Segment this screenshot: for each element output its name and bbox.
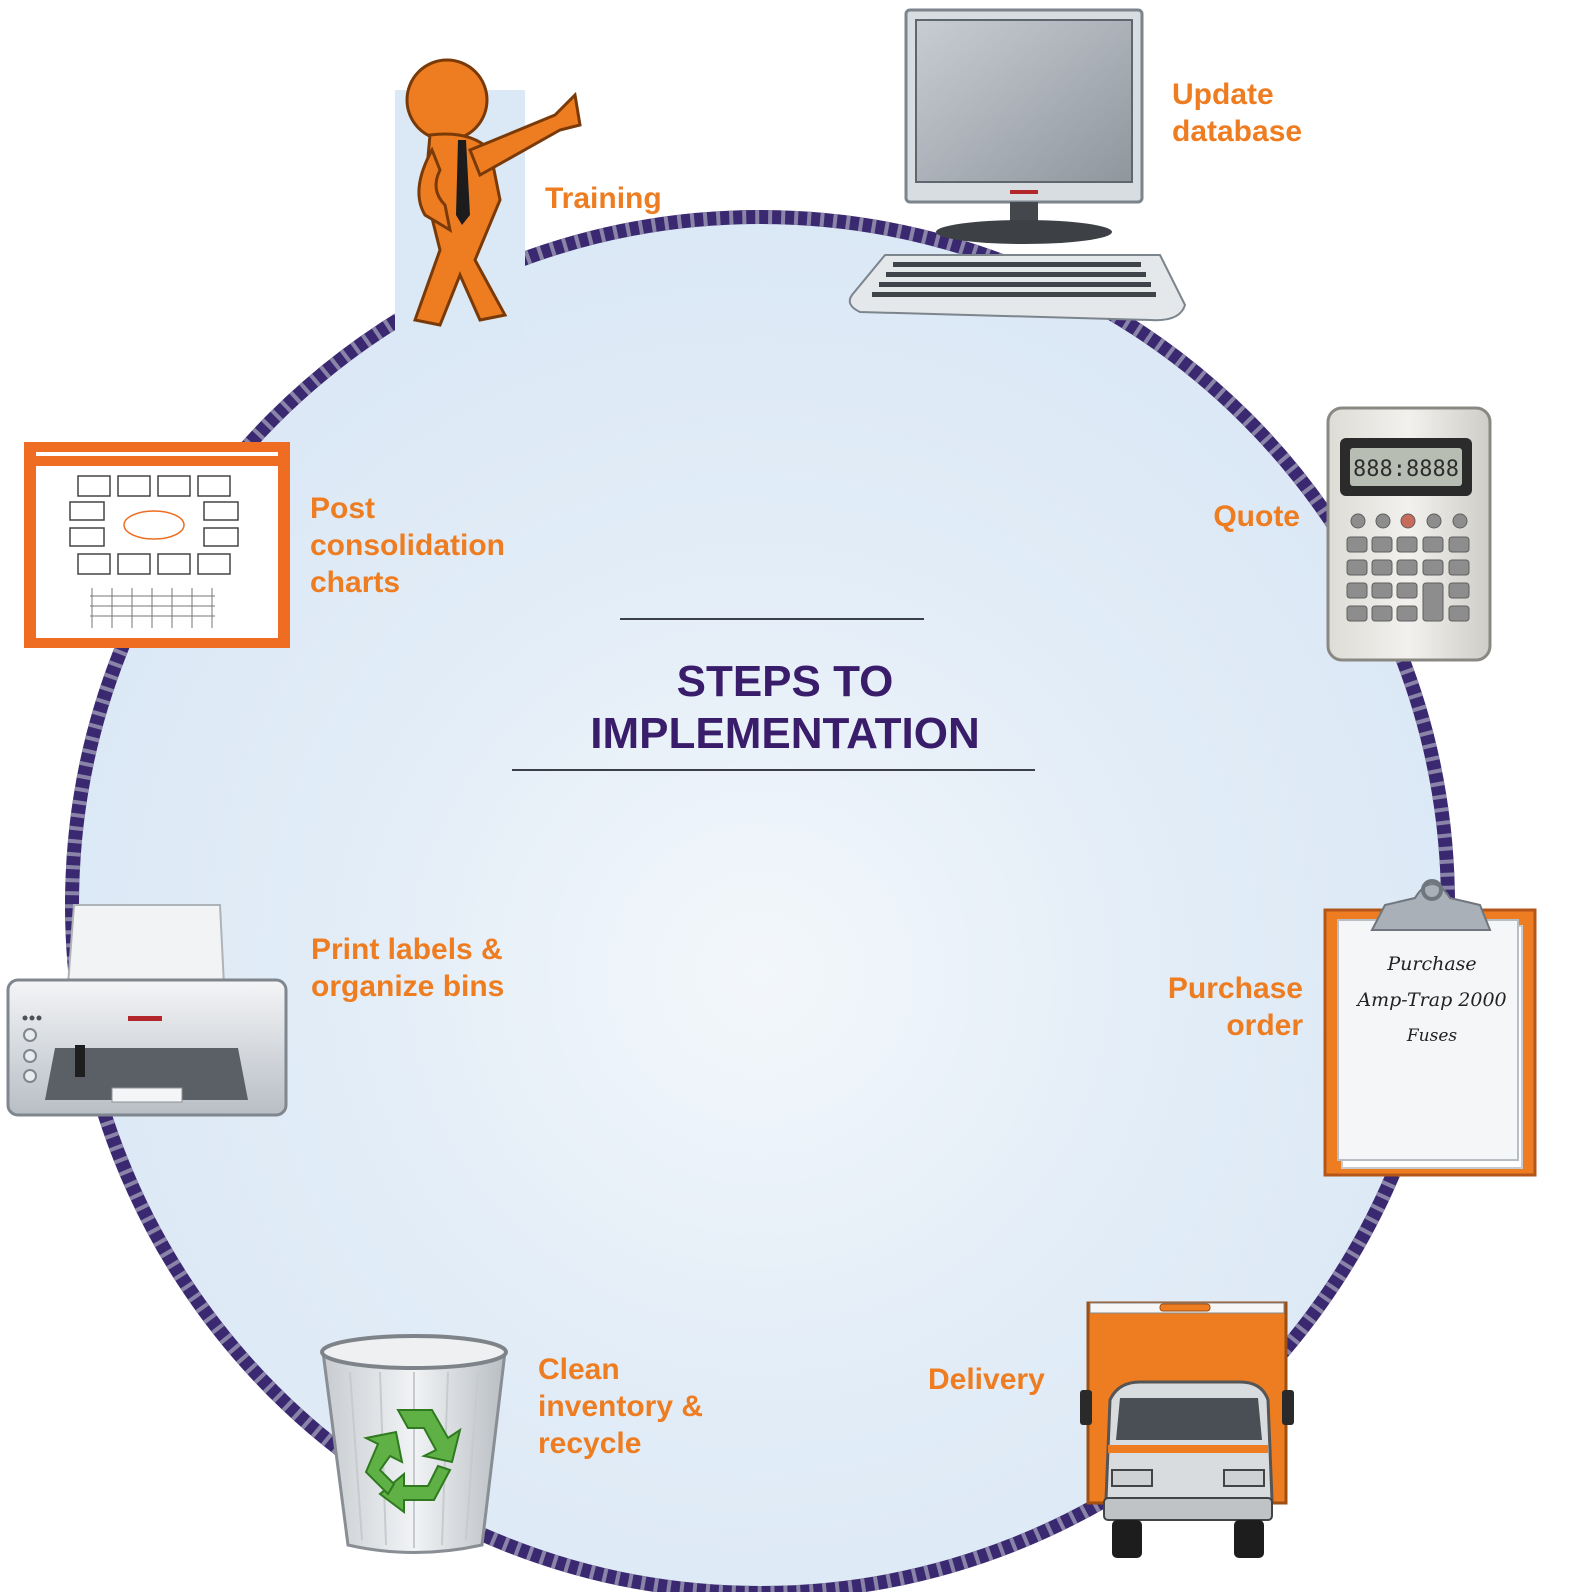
step-label-quote: Quote bbox=[1150, 498, 1300, 535]
consolidation-chart-icon bbox=[24, 442, 290, 648]
step-label-update-database: Update database bbox=[1172, 76, 1302, 150]
step-label-line: order bbox=[1226, 1009, 1303, 1042]
step-label-line: Update bbox=[1172, 78, 1274, 111]
background-circle bbox=[72, 217, 1448, 1592]
step-label-line: Post bbox=[310, 492, 376, 525]
computer-icon bbox=[848, 8, 1187, 322]
recycle-bin-icon bbox=[320, 1334, 508, 1554]
clipboard-line-2: Amp-Trap 2000 bbox=[1355, 989, 1506, 1011]
clipboard-line-1: Purchase bbox=[1386, 953, 1476, 975]
step-label-purchase-order: Purchase order bbox=[1110, 970, 1303, 1044]
step-label-line: database bbox=[1172, 115, 1303, 148]
calculator-icon: 888:8888 bbox=[1326, 406, 1492, 662]
step-label-clean-inventory: Clean inventory & recycle bbox=[538, 1351, 703, 1462]
title-rule-bottom bbox=[512, 769, 1035, 771]
step-label-line: Training bbox=[545, 182, 662, 215]
title-line-2: IMPLEMENTATION bbox=[590, 709, 980, 758]
step-label-line: inventory & bbox=[538, 1390, 704, 1423]
step-label-training: Training bbox=[545, 180, 662, 217]
step-label-print-labels: Print labels & organize bins bbox=[311, 931, 504, 1005]
step-label-post-charts: Post consolidation charts bbox=[310, 490, 505, 601]
step-label-line: Clean bbox=[538, 1353, 620, 1386]
step-label-line: Purchase bbox=[1167, 972, 1303, 1005]
title-rule-top bbox=[620, 618, 924, 620]
step-label-line: organize bins bbox=[311, 970, 505, 1003]
step-label-line: Quote bbox=[1213, 500, 1300, 533]
step-label-line: recycle bbox=[538, 1427, 642, 1460]
step-label-delivery: Delivery bbox=[928, 1361, 1045, 1398]
truck-icon bbox=[1080, 1301, 1294, 1558]
step-label-line: charts bbox=[310, 566, 401, 599]
step-label-line: Delivery bbox=[928, 1363, 1045, 1396]
calculator-display: 888:8888 bbox=[1353, 457, 1459, 482]
pointing-person-icon bbox=[395, 58, 582, 340]
clipboard-icon: Purchase Amp-Trap 2000 Fuses bbox=[1323, 879, 1537, 1177]
step-label-line: consolidation bbox=[310, 529, 505, 562]
clipboard-line-3: Fuses bbox=[1406, 1026, 1458, 1046]
diagram-title: STEPS TO IMPLEMENTATION bbox=[470, 656, 1100, 760]
title-line-1: STEPS TO bbox=[676, 657, 894, 706]
printer-icon bbox=[6, 904, 288, 1117]
step-label-line: Print labels & bbox=[311, 933, 503, 966]
